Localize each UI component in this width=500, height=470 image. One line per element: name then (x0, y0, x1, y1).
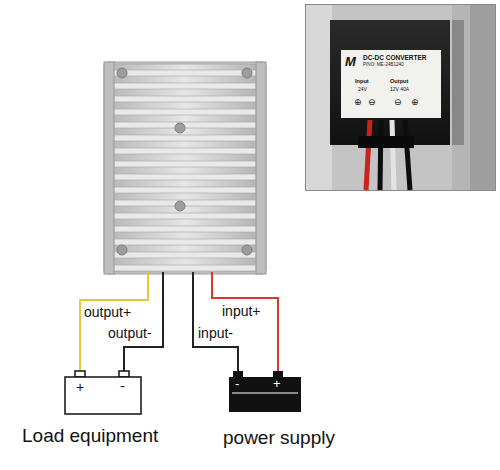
heatsink-fin (114, 135, 256, 141)
output-rating: 12V 40A (390, 87, 409, 92)
wire-label: output+ (84, 305, 131, 319)
brand-logo: M (345, 55, 356, 68)
load-equipment: + - Load equipment (20, 377, 200, 449)
heatsink-fin (114, 96, 256, 102)
polarity-sign: + (273, 377, 281, 390)
heatsink (104, 62, 266, 274)
product-name: DC-DC CONVERTER (363, 55, 427, 62)
heatsink-fin (114, 148, 256, 154)
terminal-symbol: ⊖ (368, 98, 376, 107)
battery-caption: power supply (223, 428, 335, 447)
load-battery (65, 371, 141, 414)
supply-battery (229, 371, 301, 412)
output-heading: Output (390, 79, 408, 85)
product-label: M DC-DC CONVERTERP/NO: ME-24B1240Input 24V… (341, 50, 441, 118)
heatsink-fin (114, 265, 256, 271)
part-number: P/NO: ME-24B1240 (363, 63, 404, 68)
input-heading: Input (355, 79, 369, 85)
heatsink-fin (114, 70, 256, 76)
wire-label: input+ (222, 304, 261, 318)
terminal-symbol: ⊕ (411, 98, 419, 107)
heatsink-fin (114, 239, 256, 245)
polarity-sign: - (120, 378, 125, 393)
wire-label: input- (198, 326, 233, 340)
heatsink-fin (114, 161, 256, 167)
terminal-symbol: ⊖ (394, 98, 402, 107)
input-voltage: 24V (358, 87, 367, 92)
heatsink-fin (114, 226, 256, 232)
power-supply: - + power supply (220, 377, 345, 449)
heatsink-fin (114, 83, 256, 89)
wire-label: output- (108, 326, 152, 340)
heatsink-fin (114, 109, 256, 115)
wires (80, 272, 278, 372)
polarity-sign: + (76, 380, 84, 394)
terminal-symbol: ⊕ (354, 98, 362, 107)
polarity-sign: - (235, 377, 239, 390)
heatsink-fin (114, 252, 256, 258)
heatsink-fin (114, 187, 256, 193)
heatsink-fin (114, 174, 256, 180)
inset-photo (306, 5, 496, 191)
battery-caption: Load equipment (22, 426, 158, 445)
heatsink-fin (114, 213, 256, 219)
